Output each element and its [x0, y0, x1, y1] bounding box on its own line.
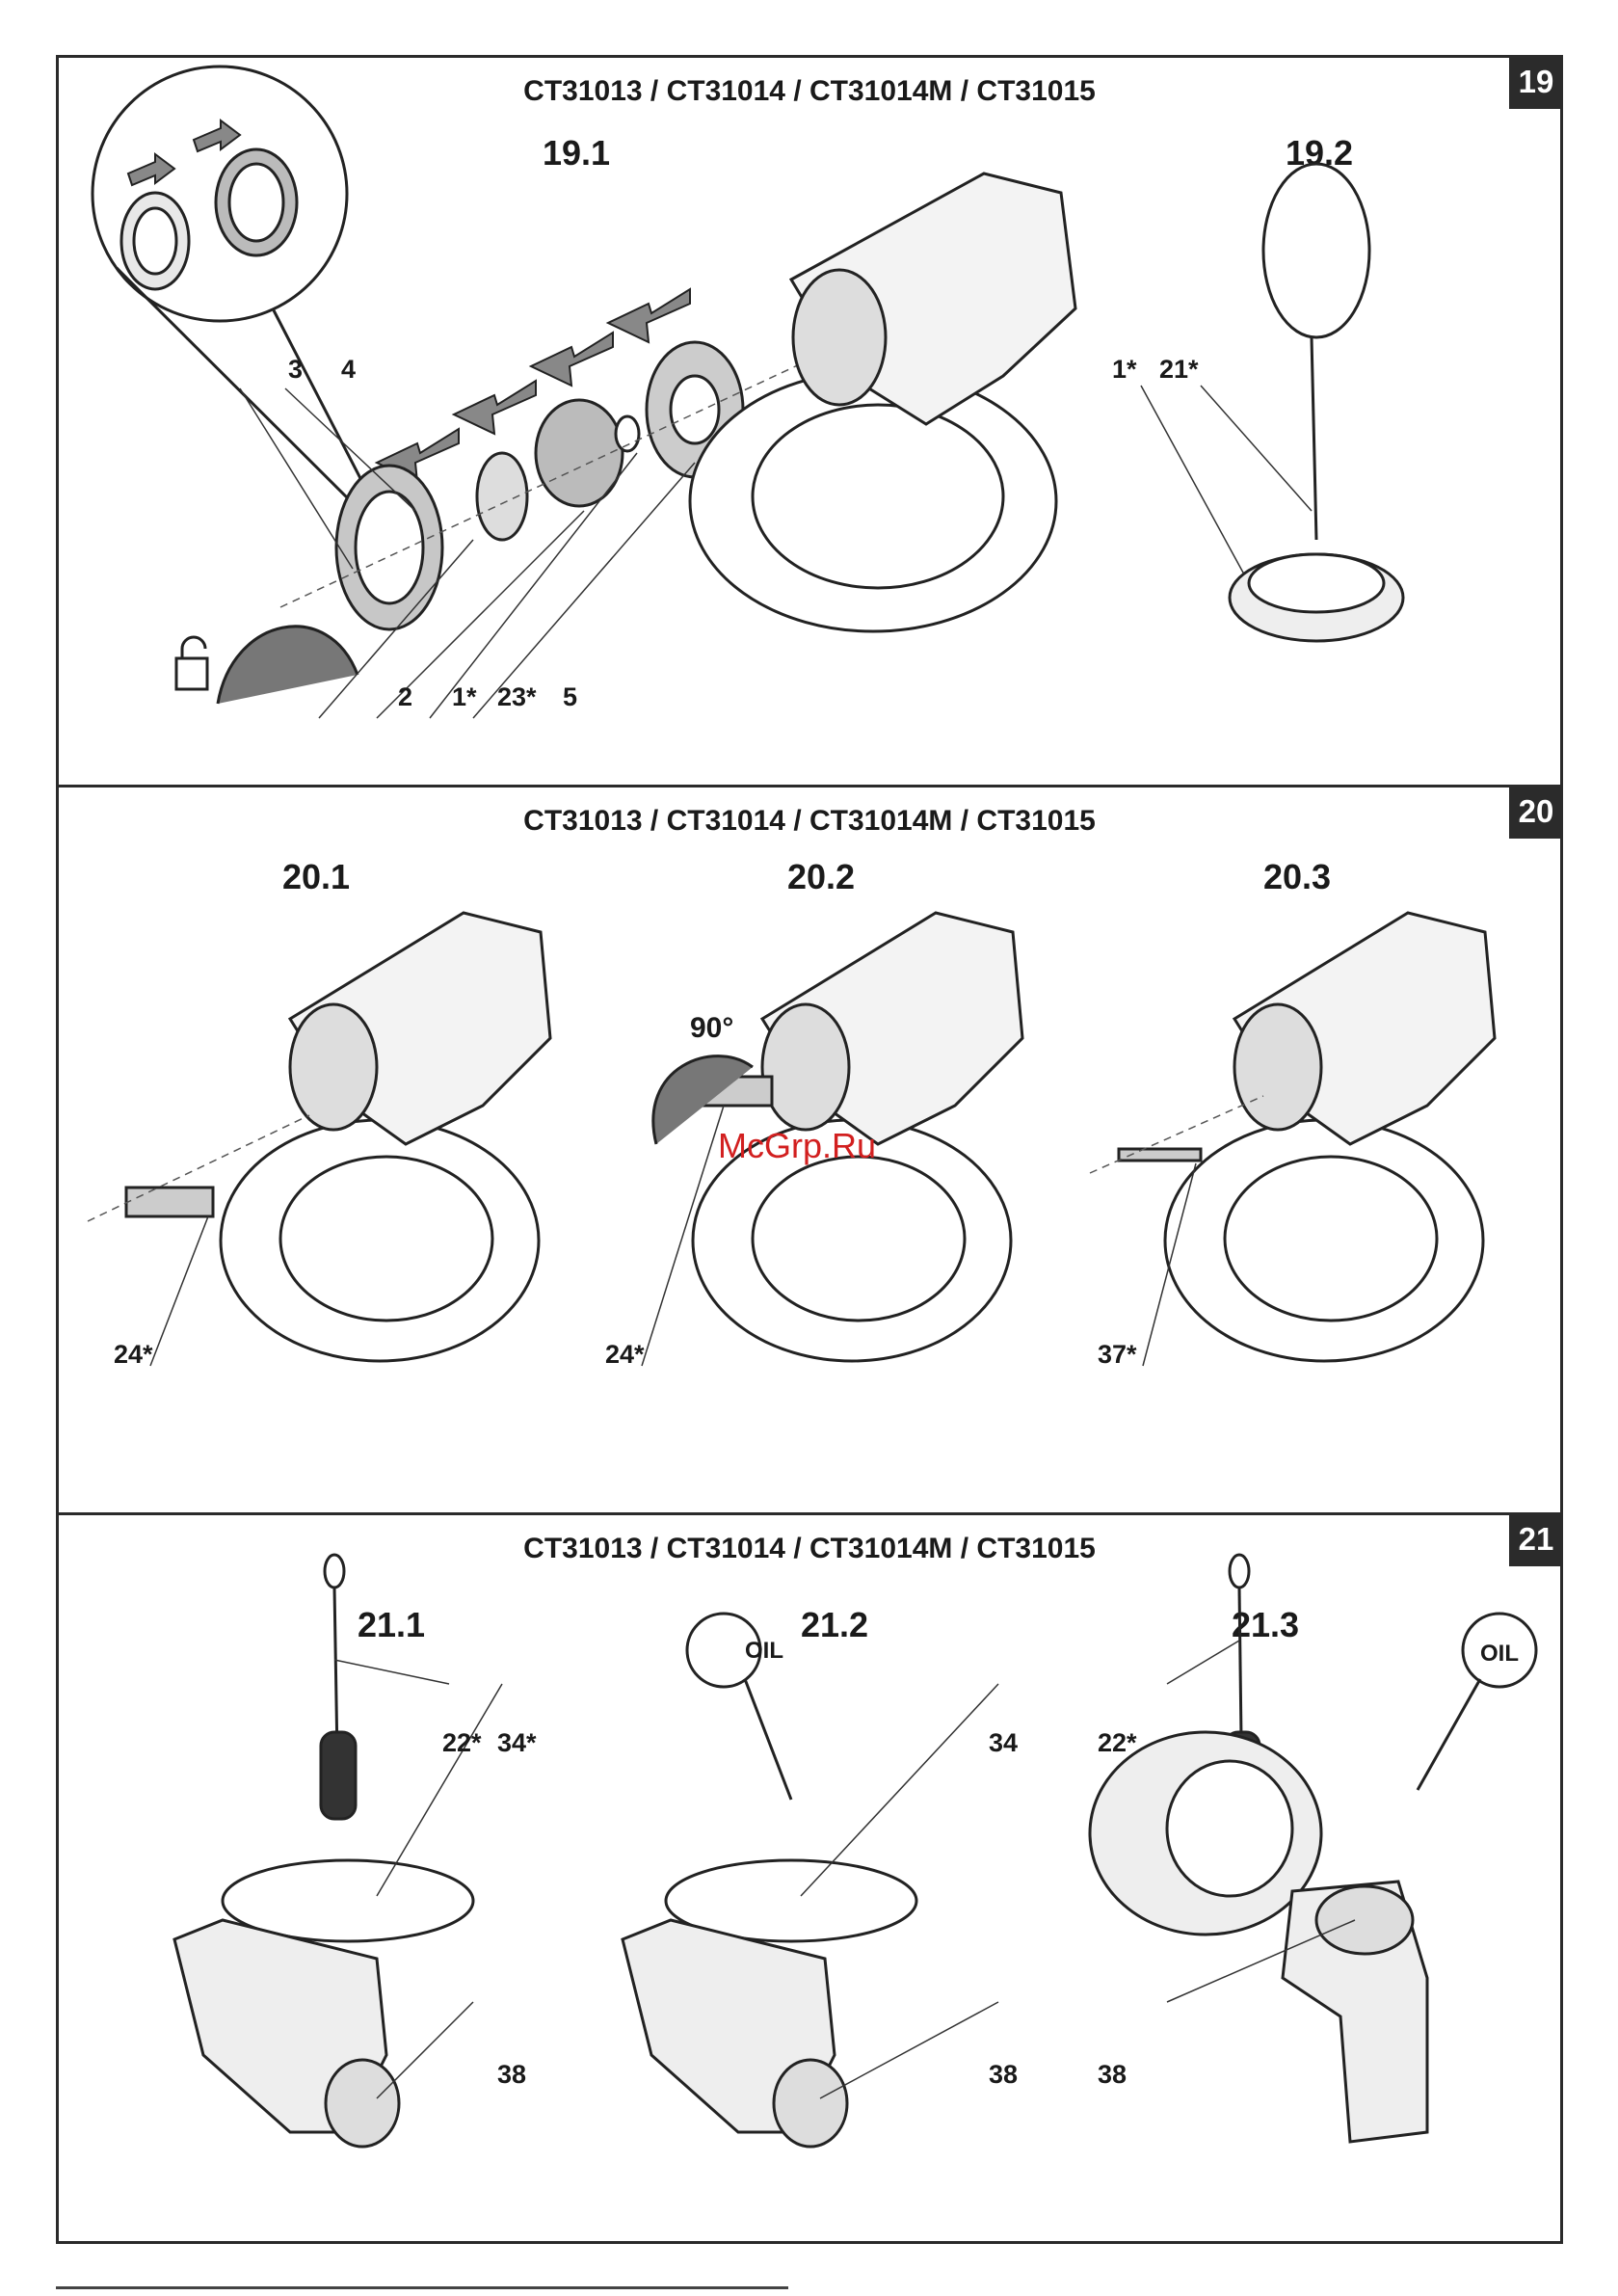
part-label-22: 22* — [442, 1730, 482, 1756]
panel-19: 19 CT31013 / CT31014 / CT31014M / CT3101… — [56, 55, 1563, 788]
part-label-4: 4 — [341, 357, 356, 383]
watermark: McGrp.Ru — [718, 1126, 876, 1166]
oil-can-label: OIL — [745, 1638, 783, 1664]
footer-rule — [56, 2286, 788, 2289]
part-label-3: 3 — [288, 357, 303, 383]
panel-21: 21 CT31013 / CT31014 / CT31014M / CT3101… — [56, 1512, 1563, 2244]
part-label-24-b: 24* — [605, 1342, 645, 1368]
part-label-22-b: 22* — [1098, 1730, 1137, 1756]
cleaning-illustration-21 — [59, 1515, 1560, 2241]
part-label-38: 38 — [497, 2062, 526, 2088]
part-label-38-b: 38 — [989, 2062, 1018, 2088]
part-label-1-sieve: 1* — [1112, 357, 1137, 383]
part-label-21: 21* — [1159, 357, 1199, 383]
part-label-1: 1* — [452, 684, 477, 710]
part-label-23: 23* — [497, 684, 537, 710]
part-label-24: 24* — [114, 1342, 153, 1368]
part-label-34-b: 34 — [989, 1730, 1018, 1756]
part-label-38-c: 38 — [1098, 2062, 1127, 2088]
part-label-5: 5 — [563, 684, 577, 710]
oil-can-label: OIL — [1480, 1641, 1519, 1667]
disassembly-illustration-19 — [59, 58, 1560, 785]
part-label-37: 37* — [1098, 1342, 1137, 1368]
part-label-34: 34* — [497, 1730, 537, 1756]
part-label-2: 2 — [398, 684, 412, 710]
